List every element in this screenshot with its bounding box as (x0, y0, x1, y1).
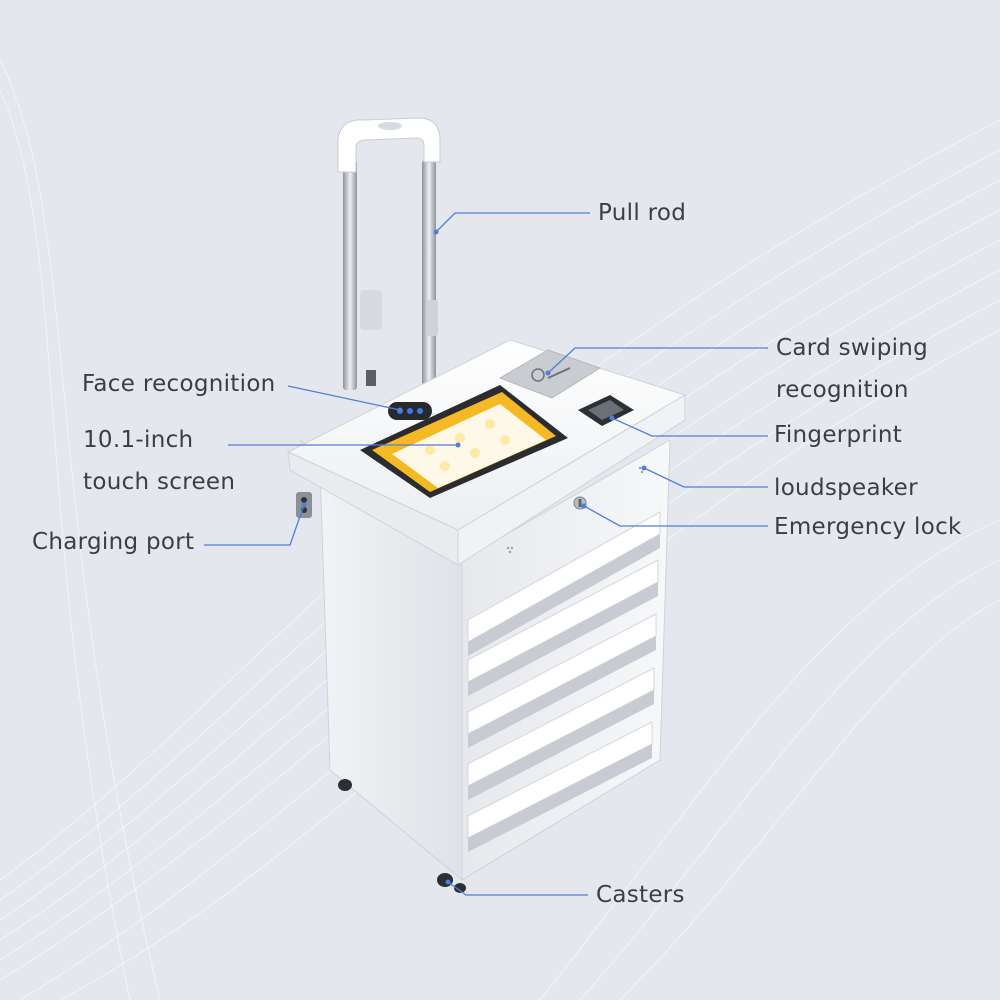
touch-screen[interactable] (360, 385, 568, 498)
label-charging-port: Charging port (32, 529, 195, 555)
label-card-swiping-line1: Card swiping (776, 335, 929, 361)
label-screen-line2: touch screen (83, 469, 236, 495)
label-card-swiping-line2: recognition (776, 377, 909, 403)
fingerprint-scanner-icon[interactable] (578, 395, 634, 426)
label-emergency-lock: Emergency lock (774, 514, 962, 540)
label-face-recognition: Face recognition (82, 371, 276, 397)
label-casters: Casters (596, 882, 685, 908)
casters (338, 779, 466, 893)
label-fingerprint: Fingerprint (774, 422, 903, 448)
pull-rod[interactable] (337, 117, 441, 390)
label-screen-line1: 10.1-inch (83, 427, 194, 453)
label-pull-rod: Pull rod (598, 200, 687, 226)
leader-lines (204, 212, 768, 896)
label-loudspeaker: loudspeaker (774, 475, 918, 501)
face-camera-icon (388, 402, 432, 420)
drawer-stack (467, 511, 661, 839)
